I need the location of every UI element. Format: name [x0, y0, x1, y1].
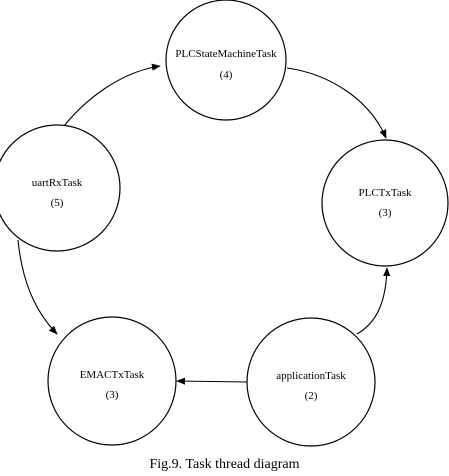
node-uartrxtask: uartRxTask (5) — [0, 124, 121, 252]
node-plctxtask: PLCTxTask (3) — [321, 139, 449, 267]
edge-uart-to-plcstate — [63, 63, 161, 127]
node-number-label: (3) — [379, 207, 392, 219]
node-name-label: uartRxTask — [32, 177, 83, 189]
edge-app-to-plctx — [356, 267, 391, 335]
node-name-label: PLCStateMachineTask — [175, 48, 277, 60]
node-name-label: PLCTxTask — [358, 187, 412, 199]
node-number-label: (5) — [51, 197, 64, 209]
node-applicationtask: applicationTask (2) — [246, 317, 376, 447]
node-plcstatemachinetask: PLCStateMachineTask (4) — [165, 0, 287, 121]
node-number-label: (3) — [106, 389, 119, 401]
task-thread-diagram: PLCStateMachineTask (4) PLCTxTask (3) ap… — [0, 0, 449, 447]
node-name-label: applicationTask — [276, 370, 346, 382]
edge-uart-to-emac — [17, 239, 58, 335]
edge-app-to-emac — [176, 377, 248, 385]
node-emactxtask: EMACTxTask (3) — [47, 316, 177, 446]
figure-caption: Fig.9. Task thread diagram — [149, 457, 300, 472]
node-number-label: (2) — [305, 390, 318, 402]
node-number-label: (4) — [220, 69, 233, 81]
node-name-label: EMACTxTask — [80, 369, 145, 381]
edge-plcstate-to-plctx — [286, 67, 387, 139]
